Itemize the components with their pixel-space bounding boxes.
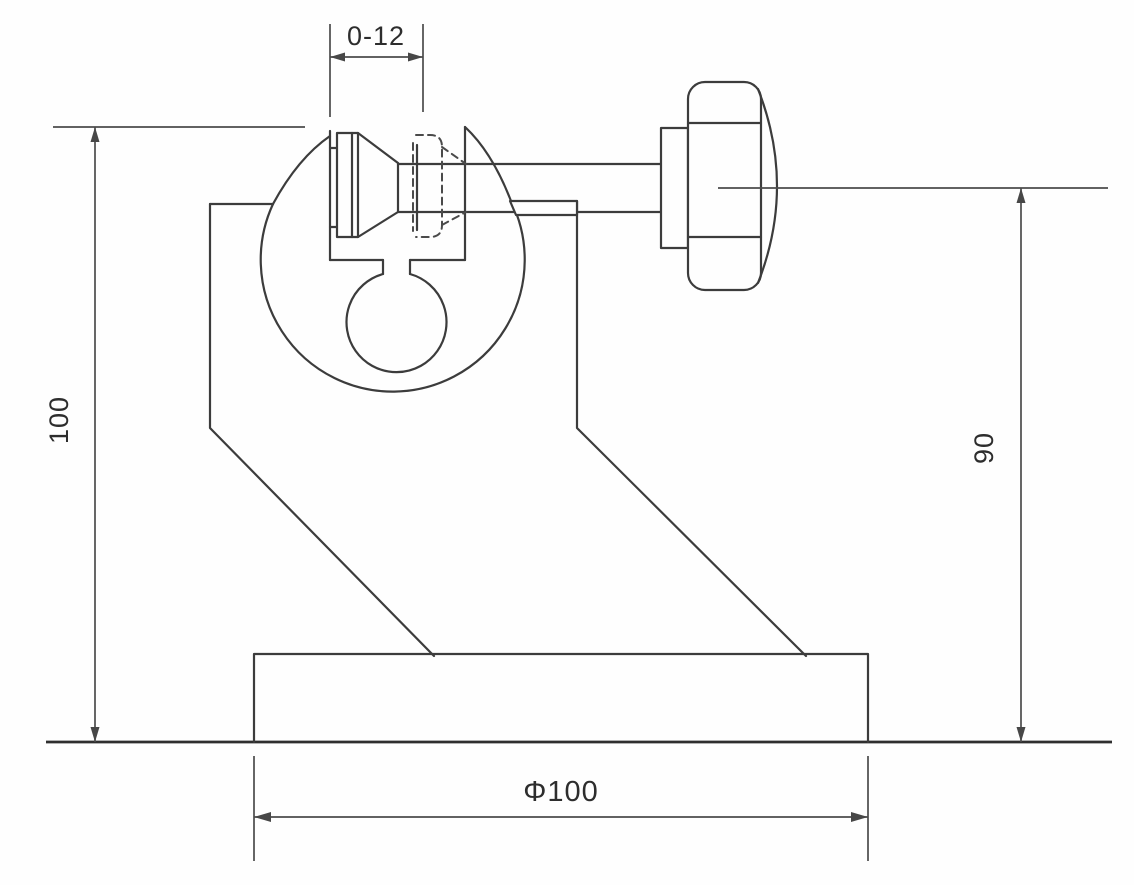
dimension-label-base-diameter: Φ100 (523, 776, 599, 808)
arrowhead-right (408, 52, 423, 62)
arrowhead-top (1016, 188, 1026, 203)
dimension-label-spindle-axis-height: 90 (969, 432, 999, 464)
dimension-label-overall-height: 100 (44, 396, 74, 444)
arrowhead-bottom (90, 727, 100, 742)
keyhole-circle (345, 272, 448, 374)
stand-body (208, 199, 870, 744)
knob-body (686, 80, 763, 292)
knob-collar (659, 126, 690, 250)
anvil-and-spindle (335, 131, 663, 239)
spindle-cone (356, 131, 400, 239)
arrowhead-left (330, 52, 345, 62)
knob-chamfer-lines (686, 121, 763, 239)
phantom-cone-body (415, 134, 443, 238)
extension-lines (253, 756, 869, 861)
dimension-overall-height: 100 (44, 126, 305, 742)
phantom-cone-flanks (441, 146, 467, 226)
head-circle-arc (259, 199, 526, 393)
dimension-jaw-opening: 0-12 (329, 21, 424, 117)
arrowhead-right (851, 812, 868, 822)
knob-assembly (659, 80, 779, 292)
clamp-head (259, 125, 526, 393)
head-upper-right-arc (463, 125, 513, 203)
extension-lines (329, 24, 424, 117)
keyhole-neck (381, 258, 412, 276)
head-upper-left-arc (271, 134, 332, 206)
phantom-spindle-open-position (412, 134, 467, 238)
ledge-outline (508, 199, 579, 217)
knob-dome-arc (756, 87, 779, 285)
arrowhead-left (254, 812, 271, 822)
column-right-edge (575, 199, 808, 658)
dimension-label-jaw-opening: 0-12 (347, 21, 405, 51)
anvil-plate (335, 131, 360, 239)
arrowhead-top (90, 127, 100, 142)
dimension-spindle-axis-height: 90 (718, 187, 1108, 742)
dimension-base-diameter: Φ100 (253, 756, 869, 861)
arrowhead-bottom (1016, 727, 1026, 742)
jaw-lip-ticks (328, 146, 339, 229)
base-outline (252, 652, 870, 744)
column-left-edge (208, 202, 436, 658)
fixed-jaw-ledge (508, 199, 579, 217)
